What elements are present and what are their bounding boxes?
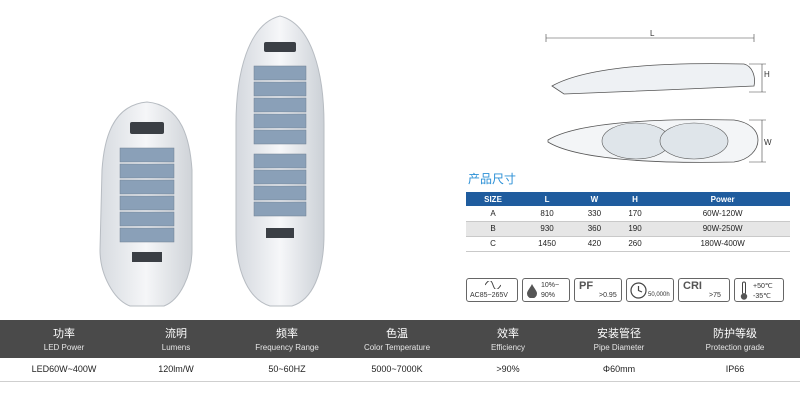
table-row: B 930 360 190 90W-250W (466, 221, 790, 237)
width-label: W (764, 138, 772, 147)
temp-low-text: -35℃ (753, 293, 771, 300)
cri-label: CRI (683, 280, 702, 292)
table-cell: 420 (574, 236, 615, 252)
humidity-icon-box: 10%~ 90% (522, 278, 570, 302)
table-cell: 930 (520, 221, 575, 237)
product-area: L H W 产品尺寸 SIZE L W H Power A 810 330 17… (99, 15, 790, 307)
power-factor-icon-box: PF >0.95 (574, 278, 622, 302)
param-value-color-temp: 5000~7000K (371, 364, 423, 374)
param-en-label: Efficiency (490, 343, 526, 352)
param-header-power: 功率 LED Power (14, 320, 114, 352)
param-value-protection: IP66 (725, 364, 745, 374)
length-label: L (650, 29, 655, 38)
param-cn-label: 色温 (386, 327, 408, 340)
param-header-color-temp: 色温 Color Temperature (347, 320, 447, 352)
size-table-header: H (614, 192, 656, 206)
param-value-power: LED60W~400W (31, 364, 97, 374)
pf-value: >0.95 (599, 292, 617, 299)
param-en-label: Color Temperature (363, 343, 431, 352)
table-cell: 330 (574, 206, 615, 222)
table-cell: 360 (574, 221, 615, 237)
param-cn-label: 流明 (165, 327, 187, 340)
param-header-pipe-diameter: 安装管径 Pipe Diameter (569, 320, 669, 352)
param-en-label: Lumens (161, 343, 191, 352)
table-cell: 260 (614, 236, 656, 252)
small-street-light-image (99, 101, 193, 307)
table-cell: 180W-400W (655, 236, 790, 252)
table-cell: 60W-120W (655, 206, 790, 222)
size-table: SIZE L W H Power A 810 330 170 60W-120W … (466, 192, 790, 252)
size-table-header: W (574, 192, 615, 206)
temperature-icon-box: +50℃ -35℃ (734, 278, 784, 302)
param-value-frequency: 50~60HZ (268, 364, 306, 374)
param-header-efficiency: 效率 Efficiency (458, 320, 558, 352)
size-table-header: L (520, 192, 575, 206)
param-en-label: LED Power (43, 343, 85, 352)
param-header-lumens: 流明 Lumens (126, 320, 226, 352)
param-cn-label: 功率 (53, 327, 75, 340)
size-table-header: Power (655, 192, 790, 206)
top-view-drawing (547, 119, 766, 163)
table-cell: A (466, 206, 521, 222)
param-header-frequency: 频率 Frequency Range (237, 320, 337, 352)
lifetime-icon-box: 50,000h (626, 278, 674, 302)
size-section-title: 产品尺寸 (468, 172, 517, 186)
param-cn-label: 防护等级 (713, 327, 757, 340)
table-cell: 1450 (520, 236, 575, 252)
param-cn-label: 效率 (497, 327, 519, 340)
param-en-label: Pipe Diameter (593, 343, 645, 352)
cri-icon-box: CRI >75 (678, 278, 730, 302)
cri-value: >75 (709, 292, 721, 299)
table-cell: C (466, 236, 521, 252)
size-table-header: SIZE (466, 192, 521, 206)
table-cell: B (466, 221, 521, 237)
humidity-top-text: 10%~ (541, 282, 560, 289)
table-cell: 190 (614, 221, 656, 237)
table-row: C 1450 420 260 180W-400W (466, 236, 790, 252)
param-value-efficiency: >90% (496, 364, 520, 374)
table-cell: 810 (520, 206, 575, 222)
size-table-header-row: SIZE L W H Power (466, 192, 790, 206)
parameters-values-row: LED60W~400W 120lm/W 50~60HZ 5000~7000K >… (0, 358, 800, 382)
sine-wave-icon (485, 281, 501, 289)
voltage-text: AC85~265V (470, 292, 508, 299)
param-en-label: Frequency Range (255, 343, 319, 352)
humidity-bottom-text: 90% (541, 292, 556, 299)
thermometer-icon (740, 281, 748, 300)
side-view-drawing (545, 34, 766, 95)
clock-icon (630, 282, 647, 299)
param-cn-label: 频率 (276, 327, 298, 340)
param-value-lumens: 120lm/W (158, 364, 194, 374)
table-cell: 170 (614, 206, 656, 222)
spec-icons-row: AC85~265V 10%~ 90% PF >0.95 50,000h CRI … (466, 278, 790, 302)
lifetime-text: 50,000h (648, 292, 670, 298)
large-street-light-image (235, 15, 325, 307)
water-drop-icon (527, 284, 537, 298)
param-cn-label: 安装管径 (597, 327, 641, 340)
param-value-pipe-diameter: Φ60mm (602, 364, 636, 374)
temp-high-text: +50℃ (753, 283, 773, 290)
table-cell: 90W-250W (655, 221, 790, 237)
voltage-icon-box: AC85~265V (466, 278, 518, 302)
parameters-header: 功率 LED Power 流明 Lumens 频率 Frequency Range 色… (0, 320, 800, 358)
param-header-protection: 防护等级 Protection grade (685, 320, 785, 352)
param-en-label: Protection grade (705, 343, 765, 352)
height-label: H (764, 70, 770, 79)
table-row: A 810 330 170 60W-120W (466, 206, 790, 222)
pf-label: PF (579, 280, 594, 292)
